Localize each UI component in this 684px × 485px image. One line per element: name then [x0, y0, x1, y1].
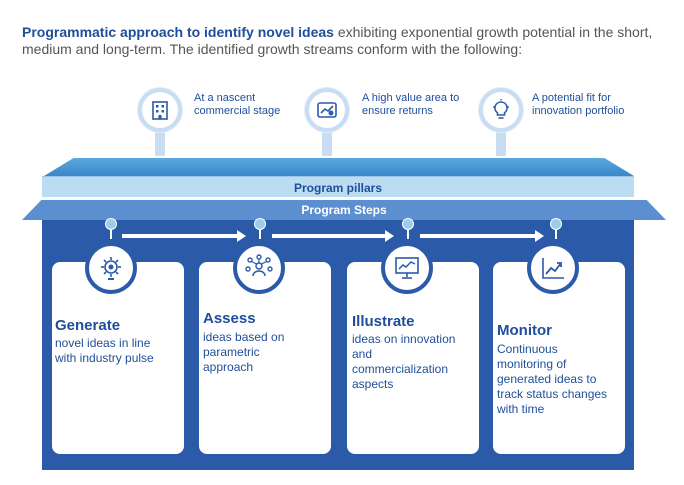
header-text: Programmatic approach to identify novel …: [22, 24, 662, 58]
program-pillars-band: Program pillars: [42, 176, 634, 197]
presentation-icon: [381, 242, 433, 294]
step-card-monitor: [493, 262, 625, 454]
pillar-stem-3: [496, 130, 506, 156]
step-card-illustrate: [347, 262, 479, 454]
step-desc-generate: novel ideas in line with industry pulse: [55, 336, 154, 365]
step-title-assess: Assess: [203, 310, 256, 327]
step-desc-illustrate: ideas on innovation and commercializatio…: [352, 332, 456, 391]
connector-line-4: [555, 229, 557, 239]
step-desc-assess: ideas based on parametric approach: [203, 330, 285, 374]
step-title-illustrate: Illustrate: [352, 313, 415, 330]
connector-line-3: [407, 229, 409, 239]
program-steps-band: Program Steps: [22, 200, 666, 220]
header-bold: Programmatic approach to identify novel …: [22, 24, 334, 40]
header-rest: exhibiting exponential growth potential …: [22, 24, 653, 57]
building-icon: [138, 88, 182, 132]
pillar-stem-1: [155, 130, 165, 156]
step-card-assess: [199, 262, 331, 454]
pillar-stem-2: [322, 130, 332, 156]
arrow-1: [122, 230, 246, 242]
connector-line-1: [110, 229, 112, 239]
step-desc-monitor: Continuous monitoring of generated ideas…: [497, 342, 608, 416]
gear-bulb-icon: [85, 242, 137, 294]
pillar-text-1: At a nascent commercial stage: [194, 92, 281, 117]
chart-money-icon: [305, 88, 349, 132]
step-title-monitor: Monitor: [497, 322, 552, 339]
arrow-3: [420, 230, 544, 242]
arrow-2: [272, 230, 394, 242]
program-steps-label: Program Steps: [301, 203, 387, 217]
pillar-text-2: A high value area to ensure returns: [362, 92, 460, 117]
pillar-text-3: A potential fit for innovation portfolio: [532, 92, 625, 117]
network-person-icon: [233, 242, 285, 294]
lightbulb-icon: [479, 88, 523, 132]
step-title-generate: Generate: [55, 317, 121, 334]
trend-chart-icon: [527, 242, 579, 294]
program-pillars-label: Program pillars: [293, 181, 383, 195]
roof-top: [44, 158, 634, 176]
step-card-generate: [52, 262, 184, 454]
connector-line-2: [259, 229, 261, 239]
